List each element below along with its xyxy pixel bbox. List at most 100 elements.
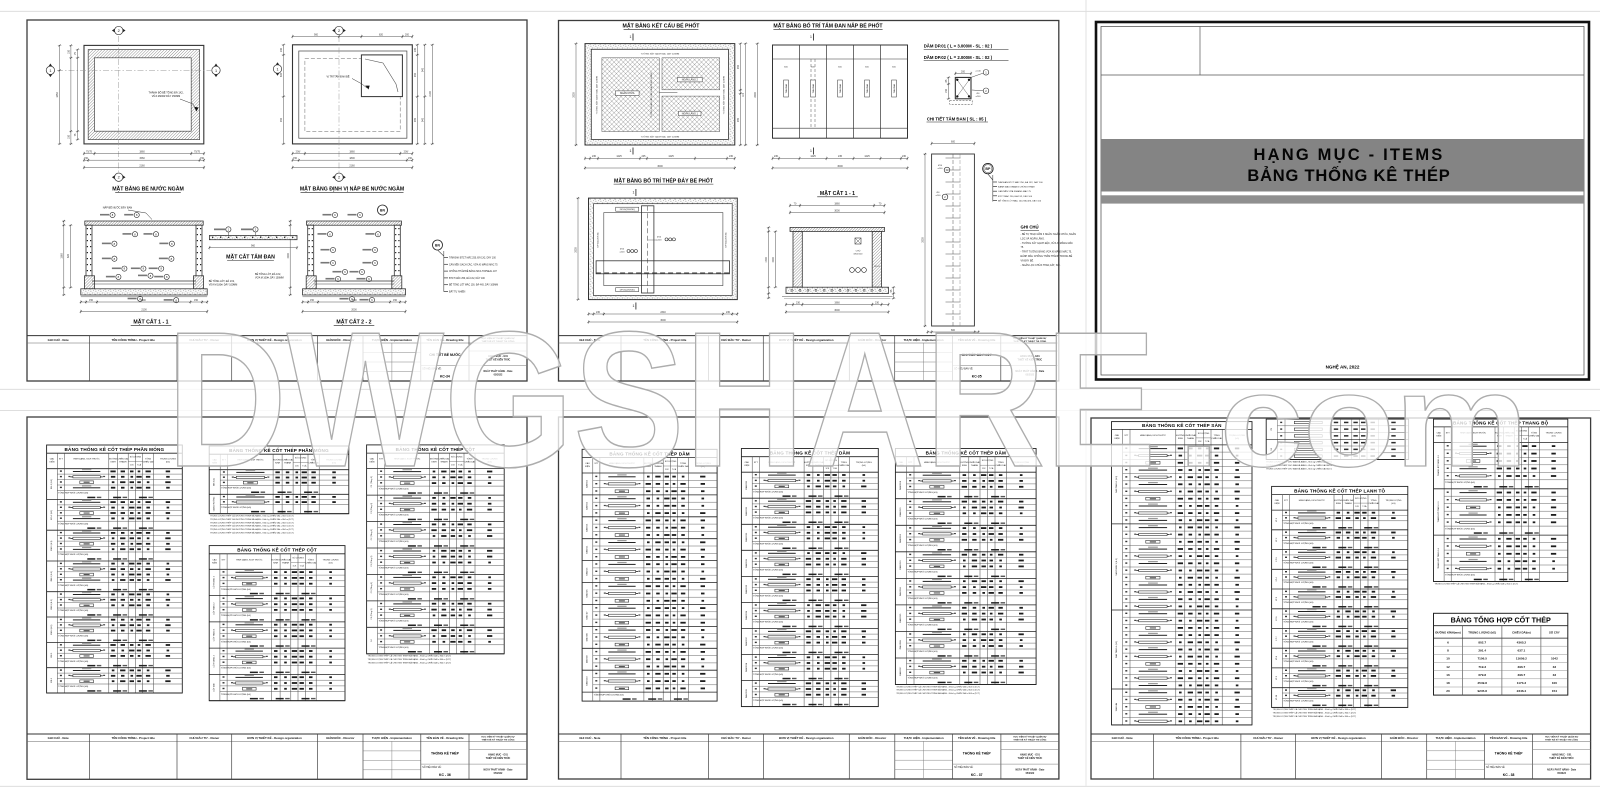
svg-text:HÌNH DẠNG, KÍCH THƯỚC: HÌNH DẠNG, KÍCH THƯỚC <box>394 458 421 461</box>
svg-text:DẦM D10: DẦM D10 <box>585 676 588 686</box>
svg-text:GIÁM ĐỐC - Director: GIÁM ĐỐC - Director <box>326 337 355 342</box>
svg-text:TỔNG HỢP KHỐI LƯỢNG (kG): TỔNG HỢP KHỐI LƯỢNG (kG) <box>58 584 88 587</box>
svg-text:CẤU: CẤU <box>212 558 217 561</box>
svg-text:TRỌNG LƯỢNG THÉP CẢ CHƯƠNG TRÌ: TRỌNG LƯỢNG THÉP CẢ CHƯƠNG TRÌNH ĐÃ HẠNG… <box>210 515 294 518</box>
svg-text:DẦM D14: DẦM D14 <box>745 558 748 568</box>
svg-text:2000: 2000 <box>351 308 357 311</box>
svg-text:KÍNH: KÍNH <box>111 461 116 464</box>
svg-text:1225: 1225 <box>810 155 816 158</box>
svg-text:THỰC HIỆN - Implementation: THỰC HIỆN - Implementation <box>904 337 944 342</box>
svg-text:LT-4: LT-4 <box>1276 576 1278 581</box>
svg-text:.com: .com <box>1178 346 1528 494</box>
svg-text:18: 18 <box>1446 681 1450 685</box>
svg-text:TẤM ĐAN: TẤM ĐAN <box>839 83 842 93</box>
svg-text:2: 2 <box>944 195 946 199</box>
svg-text:MẶT CẮT 2 - 2: MẶT CẮT 2 - 2 <box>336 318 371 326</box>
svg-text:HÌNH DẠNG, KÍCH THƯỚC: HÌNH DẠNG, KÍCH THƯỚC <box>1299 499 1326 502</box>
svg-text:CỘT TẦNG 2: CỘT TẦNG 2 <box>213 602 216 615</box>
svg-text:1500: 1500 <box>351 299 357 302</box>
svg-text:TỔNG HỢP KHỐI LƯỢNG (kG): TỔNG HỢP KHỐI LƯỢNG (kG) <box>594 693 624 696</box>
svg-text:6: 6 <box>377 232 379 236</box>
svg-text:CHI TIẾT BỂ PHỐT: CHI TIẾT BỂ PHỐT <box>962 352 993 357</box>
svg-text:1CK: 1CK <box>982 468 986 470</box>
svg-text:TRỌNG LƯỢNG THÉP CẢ CHƯƠNG TRÌ: TRỌNG LƯỢNG THÉP CẢ CHƯƠNG TRÌNH ĐÃ HẠNG… <box>368 658 452 661</box>
svg-text:SỐ LƯỢNG: SỐ LƯỢNG <box>1355 497 1367 500</box>
svg-text:9245.8: 9245.8 <box>1477 689 1487 693</box>
svg-text:HỌC VIỆN KỸ THUẬT QUÂN SỰ: HỌC VIỆN KỸ THUẬT QUÂN SỰ <box>1545 736 1578 739</box>
svg-text:BẢNG THỐNG KÊ CỐT THÉP DẦM: BẢNG THỐNG KÊ CỐT THÉP DẦM <box>609 449 689 456</box>
svg-text:1225: 1225 <box>616 155 622 158</box>
svg-text:6: 6 <box>371 298 373 302</box>
svg-text:SỐ LƯỢNG: SỐ LƯỢNG <box>292 556 304 559</box>
svg-text:STT: STT <box>222 460 227 462</box>
svg-text:NGÀY PHÁT HÀNH - Date: NGÀY PHÁT HÀNH - Date <box>1547 769 1577 772</box>
svg-text:BÊ TÔNG LÓT MÁC 100, ĐÁ 4X6, D: BÊ TÔNG LÓT MÁC 100, ĐÁ 4X6, DÀY 100MM <box>449 284 498 287</box>
svg-text:TỔNG HỢP KHỐI LƯỢNG (kG): TỔNG HỢP KHỐI LƯỢNG (kG) <box>908 518 938 521</box>
svg-text:SỐ HIỆU BẢN VẼ:: SỐ HIỆU BẢN VẼ: <box>954 368 974 371</box>
svg-text:1: 1 <box>810 35 812 39</box>
svg-text:S1: S1 <box>1271 447 1273 450</box>
svg-text:TỔNG HỢP KHỐI LƯỢNG (kG): TỔNG HỢP KHỐI LƯỢNG (kG) <box>753 595 783 598</box>
svg-text:ĐG-1 (8.1): ĐG-1 (8.1) <box>51 479 53 489</box>
svg-text:VÀ ĐÁY BỂ.: VÀ ĐÁY BỂ. <box>1021 259 1035 262</box>
svg-text:CỘT MÁI: CỘT MÁI <box>213 683 216 692</box>
svg-text:75.: 75. <box>1021 246 1025 249</box>
svg-text:C2 (Tầng 1): C2 (Tầng 1) <box>370 529 373 540</box>
svg-text:TRỌNG LƯỢNG: TRỌNG LƯỢNG <box>1229 435 1245 437</box>
svg-text:THIẾT KẾ KỸ THUẬT THI CÔNG: THIẾT KẾ KỸ THUẬT THI CÔNG <box>482 738 515 741</box>
svg-text:LT-7: LT-7 <box>1276 635 1278 640</box>
svg-text:BN: BN <box>435 244 440 248</box>
svg-text:T.CẢ: T.CẢ <box>1205 440 1210 443</box>
svg-text:THANG BỘ TẦNG 3-4: THANG BỘ TẦNG 3-4 <box>1437 547 1440 569</box>
svg-text:TRỌNG LƯỢNG THÉP CẢ CHƯƠNG TRÌ: TRỌNG LƯỢNG THÉP CẢ CHƯƠNG TRÌNH ĐÃ HẠNG… <box>210 521 294 524</box>
svg-text:MẶT BẰNG KẾT CẤU BỂ PHỐT: MẶT BẰNG KẾT CẤU BỂ PHỐT <box>623 22 701 30</box>
svg-text:CHIỀU DÀI: CHIỀU DÀI <box>282 459 293 462</box>
svg-text:DP.01(220X30): DP.01(220X30) <box>620 209 635 211</box>
svg-text:(kG): (kG) <box>1019 465 1023 467</box>
svg-text:6: 6 <box>334 213 336 217</box>
svg-text:HẠNG MỤC - G01: HẠNG MỤC - G01 <box>1020 355 1040 358</box>
svg-text:2160: 2160 <box>139 164 145 167</box>
svg-text:C1 (Tầng 2): C1 (Tầng 2) <box>370 502 373 513</box>
svg-text:TRỌNG LƯỢNG THÉP CẢ CHƯƠNG TRÌ: TRỌNG LƯỢNG THÉP CẢ CHƯƠNG TRÌNH ĐÃ HẠNG… <box>368 661 452 664</box>
svg-text:600: 600 <box>784 67 788 69</box>
svg-text:C4: C4 <box>371 638 373 642</box>
svg-text:KIỆN: KIỆN <box>212 561 217 564</box>
svg-text:(kG): (kG) <box>332 463 336 465</box>
svg-text:TẤM ĐAN: TẤM ĐAN <box>866 83 869 93</box>
svg-text:200: 200 <box>405 33 410 36</box>
svg-text:NGHỆ AN, 2022: NGHỆ AN, 2022 <box>1326 363 1360 370</box>
svg-text:THANH: THANH <box>119 461 127 464</box>
svg-text:100: 100 <box>1552 681 1557 685</box>
svg-text:T.CẢ: T.CẢ <box>989 467 994 470</box>
svg-text:115: 115 <box>742 92 745 96</box>
svg-text:TRỌNG LƯỢNG: TRỌNG LƯỢNG <box>856 462 872 464</box>
svg-text:CHỦ ĐẦU TƯ - Owner: CHỦ ĐẦU TƯ - Owner <box>721 735 752 740</box>
svg-text:SỐ LƯỢNG: SỐ LƯỢNG <box>825 459 837 462</box>
svg-text:1: 1 <box>215 69 217 73</box>
svg-text:DẦM D18: DẦM D18 <box>745 662 748 672</box>
svg-text:HÌNH DẠNG, KÍCH THƯỚC: HÌNH DẠNG, KÍCH THƯỚC <box>1140 434 1167 437</box>
svg-text:a200: a200 <box>936 195 942 197</box>
svg-text:ĐƯỜNG: ĐƯỜNG <box>1495 431 1504 434</box>
svg-text:CỘT TẦNG 3: CỘT TẦNG 3 <box>213 628 216 641</box>
svg-text:05/2022: 05/2022 <box>494 772 503 775</box>
svg-text:TỔNG HỢP KHỐI LƯỢNG (kG): TỔNG HỢP KHỐI LƯỢNG (kG) <box>221 640 251 643</box>
svg-text:1: 1 <box>632 304 634 308</box>
svg-text:CẤU: CẤU <box>585 462 590 465</box>
svg-text:MẶT CẮT 1 - 1: MẶT CẮT 1 - 1 <box>820 189 855 197</box>
svg-text:T.CẢ: T.CẢ <box>302 465 307 468</box>
svg-text:DẦM D12: DẦM D12 <box>745 506 748 516</box>
svg-text:SỐ CÂY: SỐ CÂY <box>1549 630 1560 635</box>
svg-text:TỔNG HỢP KHỐI LƯỢNG (kG): TỔNG HỢP KHỐI LƯỢNG (kG) <box>908 597 938 600</box>
svg-text:1225: 1225 <box>668 155 674 158</box>
svg-text:TỔNG: TỔNG <box>841 461 847 464</box>
svg-text:DP.01: DP.01 <box>874 266 881 268</box>
svg-text:TỔNG HỢP KHỐI LƯỢNG (kG): TỔNG HỢP KHỐI LƯỢNG (kG) <box>1283 601 1313 604</box>
svg-text:200/: 200/ <box>404 150 409 153</box>
svg-text:ĐƯỜNG: ĐƯỜNG <box>960 461 969 464</box>
svg-text:8: 8 <box>143 267 145 271</box>
svg-text:VỮA M 100#, DÀY 100MM: VỮA M 100#, DÀY 100MM <box>255 277 284 280</box>
svg-text:3000: 3000 <box>837 165 843 168</box>
svg-text:TỔNG HỢP KHỐI LƯỢNG (kG): TỔNG HỢP KHỐI LƯỢNG (kG) <box>1283 542 1313 545</box>
